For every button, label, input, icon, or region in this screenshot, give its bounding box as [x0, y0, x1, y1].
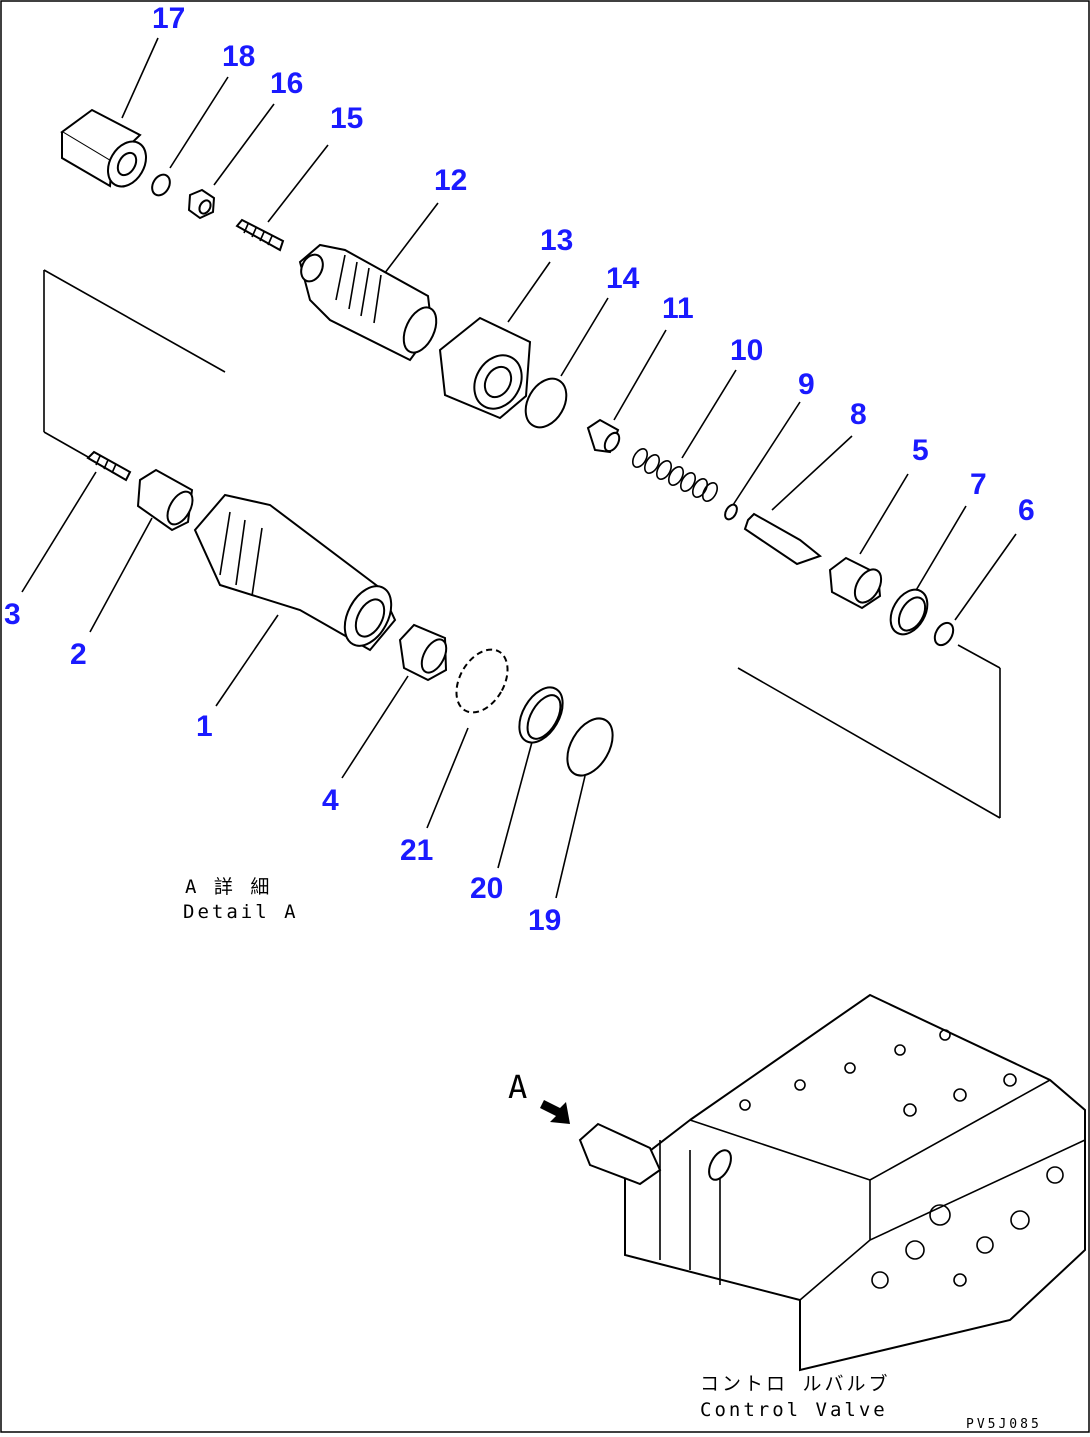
- callout-15: 15: [330, 102, 363, 135]
- callout-13: 13: [540, 224, 573, 257]
- part-17-sleeve: [60, 108, 147, 188]
- part-5-seat: [828, 556, 883, 610]
- part-1-valve-body: [193, 493, 397, 652]
- part-20-backup-ring: [518, 686, 564, 744]
- callout-5: 5: [912, 434, 929, 467]
- part-19-o-ring: [566, 717, 614, 777]
- view-arrow-label: A: [508, 1068, 527, 1106]
- part-12-plug: [298, 243, 438, 362]
- callout-2: 2: [70, 638, 87, 671]
- view-arrow-a: A: [508, 1068, 570, 1124]
- assembly-caption: コントロ ルバルブ Control Valve: [700, 1372, 890, 1421]
- leader-lines: [21, 37, 1017, 899]
- part-21-o-ring: [455, 648, 509, 714]
- callout-17: 17: [152, 2, 185, 35]
- callout-21: 21: [400, 834, 433, 867]
- callout-11: 11: [662, 292, 694, 325]
- callout-20: 20: [470, 872, 503, 905]
- drawing-code: PV5J085: [966, 1417, 1042, 1432]
- svg-text:A 詳 細: A 詳 細: [185, 876, 272, 898]
- part-2-sleeve: [136, 468, 194, 532]
- part-7-backup-ring: [889, 588, 929, 636]
- part-8-poppet: [743, 512, 823, 566]
- svg-text:Control Valve: Control Valve: [700, 1399, 888, 1421]
- part-14-o-ring: [524, 377, 568, 429]
- detail-caption: A 詳 細 Detail A: [183, 876, 299, 923]
- part-6-o-ring: [933, 621, 955, 647]
- callout-18: 18: [222, 40, 255, 73]
- callout-4: 4: [322, 784, 339, 817]
- part-18-o-ring: [151, 173, 171, 197]
- callout-19: 19: [528, 904, 561, 937]
- callout-1: 1: [196, 710, 213, 743]
- part-11-spacer: [586, 418, 621, 454]
- part-16-nut: [187, 188, 216, 220]
- part-3-screw: [86, 450, 132, 482]
- part-13-nut: [438, 316, 532, 420]
- callout-9: 9: [798, 368, 815, 401]
- callout-7: 7: [970, 468, 987, 501]
- callout-6: 6: [1018, 494, 1035, 527]
- svg-text:コントロ ルバルブ: コントロ ルバルブ: [700, 1372, 890, 1395]
- part-10-spring: [631, 448, 719, 502]
- part-4-plug: [398, 623, 448, 682]
- svg-text:Detail A: Detail A: [183, 901, 299, 923]
- part-9-washer: [724, 503, 738, 521]
- part-15-screw: [235, 218, 285, 252]
- callout-numbers: 17 18 16 15 12 13 14 11 10 9 8 5 7 6 3 2…: [4, 2, 1035, 937]
- callout-14: 14: [606, 262, 640, 295]
- detail-bracket: [43, 269, 1001, 819]
- callout-8: 8: [850, 398, 867, 431]
- callout-3: 3: [4, 598, 21, 631]
- callout-12: 12: [434, 164, 467, 197]
- callout-10: 10: [730, 334, 763, 367]
- callout-16: 16: [270, 67, 303, 100]
- control-valve-assembly: [578, 993, 1086, 1372]
